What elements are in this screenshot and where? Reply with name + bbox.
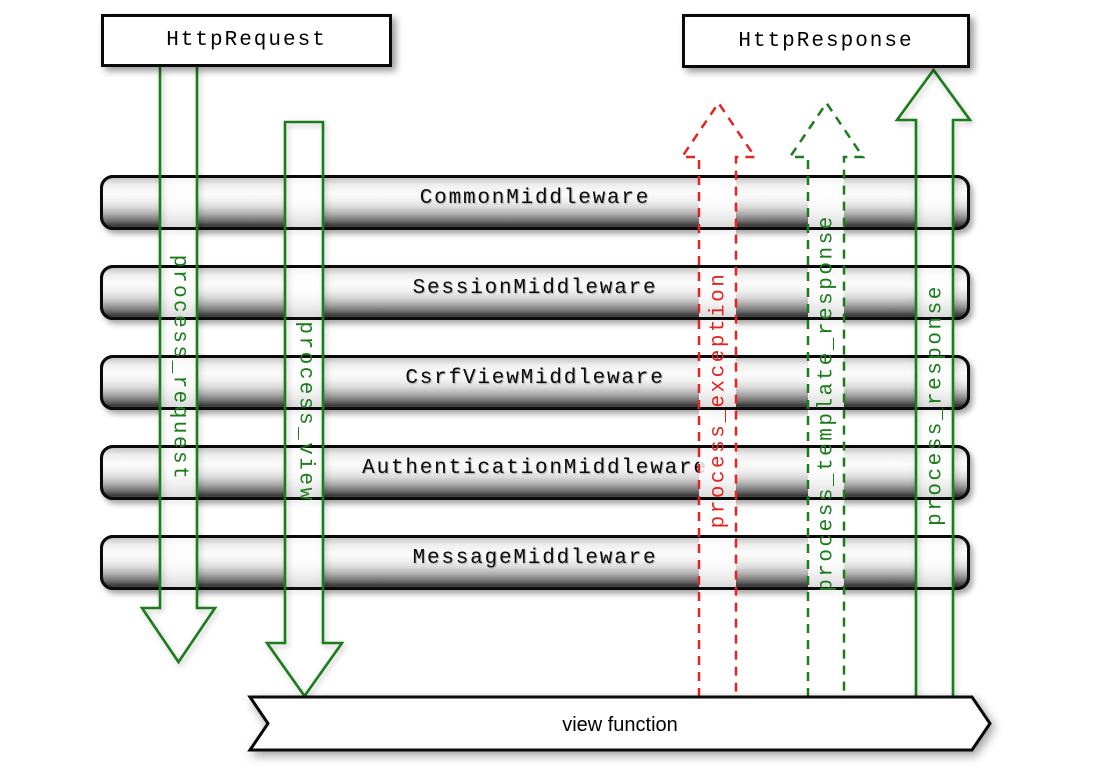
middleware-bar-label: MessageMiddleware — [412, 546, 658, 570]
process-template-response-arrow-outline — [787, 100, 866, 697]
http-response-box: HttpResponse — [682, 14, 970, 68]
process-view-arrow-outline — [264, 120, 345, 699]
http-response-label: HttpResponse — [738, 29, 914, 53]
process-response-arrow-outline — [894, 67, 973, 697]
view-banner-shape — [247, 695, 992, 752]
http-request-box: HttpRequest — [101, 14, 392, 67]
middleware-bar-label: CsrfViewMiddleware — [405, 366, 665, 390]
middleware-bar-label: SessionMiddleware — [412, 276, 658, 300]
middleware-bar-label: CommonMiddleware — [419, 186, 651, 210]
http-request-label: HttpRequest — [166, 29, 327, 52]
middleware-bar-label: AuthenticationMiddleware — [362, 456, 708, 480]
process-request-arrow-outline — [139, 67, 218, 665]
view-function-label: view function — [562, 713, 678, 736]
process-exception-arrow-outline — [679, 100, 758, 697]
